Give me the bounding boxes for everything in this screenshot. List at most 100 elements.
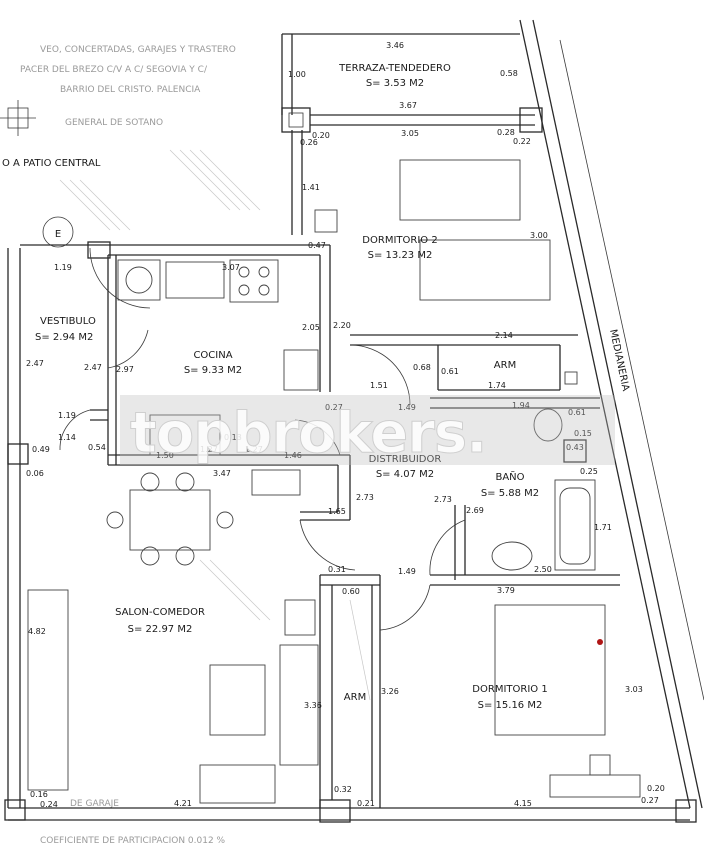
arm-label-lower: ARM [344, 692, 366, 703]
dim-label: 0.61 [568, 408, 586, 417]
dim-label: 0.06 [26, 469, 44, 478]
room-dormitorio2-area: S= 13.23 M2 [368, 250, 433, 261]
room-distribuidor-name: DISTRIBUIDOR [369, 454, 442, 465]
arm-label-upper: ARM [494, 360, 516, 371]
dim-label: 2.97 [116, 365, 134, 374]
watermark-text: topbrokers. [130, 401, 486, 466]
structural-columns [4, 107, 697, 823]
bg-text-2: PACER DEL BREZO C/V A C/ SEGOVIA Y C/ [20, 65, 208, 75]
room-vestibulo-area: S= 2.94 M2 [35, 332, 93, 343]
dim-label: 0.47 [308, 241, 326, 250]
dim-label: 3.05 [401, 129, 419, 138]
dim-label: 1.74 [488, 381, 506, 390]
dim-label: 1.71 [594, 523, 612, 532]
dim-label: 2.73 [434, 495, 452, 504]
dim-label: 0.27 [641, 796, 659, 805]
room-dormitorio1-name: DORMITORIO 1 [472, 684, 547, 695]
dim-label: 1.27 [200, 445, 218, 454]
dim-label: 1.49 [398, 567, 416, 576]
stair-marker: E [42, 216, 74, 248]
stair-letter: E [55, 229, 61, 240]
dim-label: 0.54 [88, 443, 106, 452]
dim-label: 0.49 [32, 445, 50, 454]
dim-label: 2.20 [333, 321, 351, 330]
dim-label: 0.31 [328, 565, 346, 574]
dim-label: 1.19 [58, 411, 76, 420]
room-dormitorio1-area: S= 15.16 M2 [478, 700, 543, 711]
dim-label: 0.24 [40, 800, 58, 809]
dim-label: 0.22 [513, 137, 531, 146]
dim-label: 3.07 [222, 263, 240, 272]
dim-label: 3.46 [386, 41, 404, 50]
dim-label: 0.68 [413, 363, 431, 372]
room-dormitorio2-name: DORMITORIO 2 [362, 235, 437, 246]
dim-label: 4.15 [514, 799, 532, 808]
bg-text-1: VEO, CONCERTADAS, GARAJES Y TRASTERO [40, 45, 236, 55]
dim-label: 0.13 [224, 433, 242, 442]
dim-label: 3.36 [304, 701, 322, 710]
room-terraza-area: S= 3.53 M2 [366, 78, 424, 89]
dim-label: 2.47 [26, 359, 44, 368]
dim-label: 1.49 [398, 403, 416, 412]
dim-label: 0.32 [334, 785, 352, 794]
bg-text-bottom: DE GARAJE [70, 799, 119, 809]
dim-label: 0.25 [580, 467, 598, 476]
dim-label: 3.79 [497, 586, 515, 595]
dim-label: 0.20 [312, 131, 330, 140]
door-swings [59, 247, 466, 631]
room-salon-area: S= 22.97 M2 [128, 624, 193, 635]
dim-label: 1.65 [328, 507, 346, 516]
dim-label: 0.58 [500, 69, 518, 78]
dim-label: 0.28 [497, 128, 515, 137]
furniture [27, 159, 641, 804]
dim-label: 0.60 [342, 587, 360, 596]
dim-label: 1.00 [288, 70, 306, 79]
dim-label: 4.21 [174, 799, 192, 808]
room-cocina-area: S= 9.33 M2 [184, 365, 242, 376]
room-distribuidor-area: S= 4.07 M2 [376, 469, 434, 480]
dim-label: 1.14 [58, 433, 76, 442]
dim-label: 0.21 [357, 799, 375, 808]
dim-label: 0.20 [647, 784, 665, 793]
dim-label: 1.94 [512, 401, 530, 410]
dim-label: 2.05 [302, 323, 320, 332]
red-ink-dot [597, 639, 603, 645]
dim-label: 0.16 [30, 790, 48, 799]
room-terraza-name: TERRAZA-TENDEDERO [338, 63, 451, 74]
dim-label: 0.61 [441, 367, 459, 376]
bg-text-3: BARRIO DEL CRISTO. PALENCIA [60, 85, 201, 95]
dim-label: 2.50 [534, 565, 552, 574]
grid-markers [0, 100, 36, 136]
dim-label: 1.19 [54, 263, 72, 272]
dim-label: 2.14 [495, 331, 513, 340]
dimension-labels: 3.46 1.00 0.58 3.67 3.05 0.20 0.26 0.28 … [26, 41, 665, 809]
dim-label: 3.67 [399, 101, 417, 110]
dim-label: 2.73 [356, 493, 374, 502]
room-labels: TERRAZA-TENDEDERO S= 3.53 M2 DORMITORIO … [35, 63, 548, 711]
room-bano-area: S= 5.88 M2 [481, 488, 539, 499]
room-cocina-name: COCINA [193, 350, 232, 361]
bg-text-4: GENERAL DE SOTANO [65, 118, 163, 128]
dim-label: 3.03 [625, 685, 643, 694]
dim-label: 1.51 [370, 381, 388, 390]
dim-label: 2.47 [84, 363, 102, 372]
walls [7, 19, 704, 821]
room-salon-name: SALON-COMEDOR [115, 607, 205, 618]
dim-label: 1.46 [284, 451, 302, 460]
dim-label: 0.15 [574, 429, 592, 438]
background-legend-text: VEO, CONCERTADAS, GARAJES Y TRASTERO PAC… [20, 45, 236, 846]
bg-text-bottom-2: COEFICIENTE DE PARTICIPACION 0.012 % [40, 836, 226, 846]
dim-label: 4.82 [28, 627, 46, 636]
dim-label: 3.00 [530, 231, 548, 240]
background-hatching [59, 149, 371, 701]
dim-label: 0.27 [325, 403, 343, 412]
dim-label: 3.47 [213, 469, 231, 478]
room-bano-name: BAÑO [495, 470, 524, 483]
dim-label: 1.50 [156, 451, 174, 460]
dim-label: 3.26 [381, 687, 399, 696]
dim-label: 1.27 [245, 445, 263, 454]
room-vestibulo-name: VESTIBULO [40, 316, 96, 327]
patio-label: O A PATIO CENTRAL [2, 158, 101, 169]
dim-label: 1.41 [302, 183, 320, 192]
